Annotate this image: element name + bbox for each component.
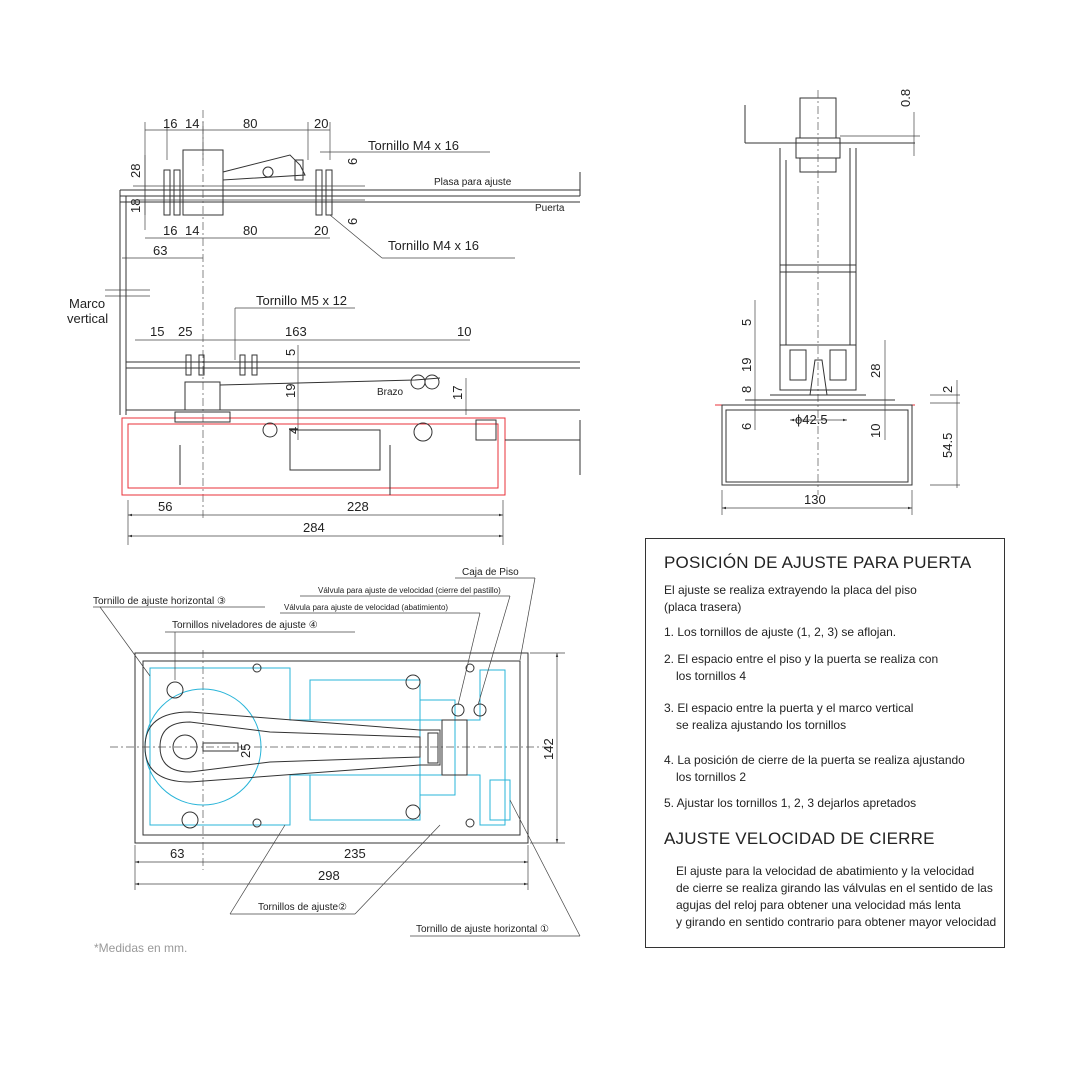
plan-dim-235: 235 [344,846,366,861]
side-dim-6: 6 [739,423,754,430]
top-front-view: 16 14 80 20 Tornillo M4 x 16 Plasa para … [67,110,581,545]
dim-5-arm: 5 [283,349,298,356]
label-caja-piso: Caja de Piso [462,567,519,578]
panel-speed-2: de cierre se realiza girando las válvula… [676,881,993,895]
label-horiz-1: Tornillo de ajuste horizontal ① [416,924,549,935]
panel-step-3a: 3. El espacio entre la puerta y el marco… [664,701,914,715]
dim-28-left: 28 [128,164,143,178]
panel-speed-1: El ajuste para la velocidad de abatimien… [676,864,975,878]
side-view: 0.8 5 19 8 6 28 10 [715,89,960,515]
screw-m5-label: Tornillo M5 x 12 [256,293,347,308]
dim-10: 10 [457,324,471,339]
dim-15: 15 [150,324,164,339]
plan-view: 25 Tornillo de ajuste horizontal ③ Torni… [93,567,581,937]
dim-163: 163 [285,324,307,339]
panel-speed-4: y girando en sentido contrario para obte… [676,915,997,929]
dim-63-top: 63 [153,243,167,258]
dim-6-b: 6 [345,218,360,225]
dim-228: 228 [347,499,369,514]
side-dim-28: 28 [868,364,883,378]
panel-step-1: 1. Los tornillos de ajuste (1, 2, 3) se … [664,625,897,639]
label-valve-cierre: Válvula para ajuste de velocidad (cierre… [318,586,501,595]
dim-20-top: 20 [314,116,328,131]
dim-56: 56 [158,499,172,514]
dim-25: 25 [178,324,192,339]
label-horiz-3: Tornillo de ajuste horizontal ③ [93,596,226,607]
dim-14-bottom: 14 [185,223,199,238]
dim-08: 0.8 [898,89,913,107]
puerta-label: Puerta [535,203,565,214]
dim-17-arm: 17 [450,386,465,400]
panel-step-4b: los tornillos 2 [676,770,747,784]
dim-19-arm: 19 [283,384,298,398]
screw-m4-bottom-label: Tornillo M4 x 16 [388,238,479,253]
marco-label-2: vertical [67,311,108,326]
panel-step-2b: los tornillos 4 [676,669,747,683]
screw-m4-top-label: Tornillo M4 x 16 [368,138,459,153]
brazo-label: Brazo [377,387,404,398]
side-dim-130: 130 [804,492,826,507]
panel-title-position: POSICIÓN DE AJUSTE PARA PUERTA [664,553,972,572]
dim-16-bottom: 16 [163,223,177,238]
side-dim-5: 5 [739,319,754,326]
dim-18-left: 18 [128,199,143,213]
panel-title-speed: AJUSTE VELOCIDAD DE CIERRE [664,829,935,848]
dim-80-bottom: 80 [243,223,257,238]
plan-dim-142: 142 [541,738,556,760]
dim-16-top: 16 [163,116,177,131]
panel-step-4a: 4. La posición de cierre de la puerta se… [664,753,965,767]
side-dim-19: 19 [739,358,754,372]
panel-intro-1: El ajuste se realiza extrayendo la placa… [664,583,917,597]
panel-intro-2: (placa trasera) [664,600,742,614]
label-niveladores-4: Tornillos niveladores de ajuste ④ [172,620,318,631]
dim-284: 284 [303,520,325,535]
plasa-label: Plasa para ajuste [434,177,512,188]
dim-14-top: 14 [185,116,199,131]
dim-20-bottom: 20 [314,223,328,238]
panel-step-3b: se realiza ajustando los tornillos [676,718,847,732]
side-dim-8: 8 [739,386,754,393]
measure-note: *Medidas en mm. [94,941,188,955]
instructions-panel: POSICIÓN DE AJUSTE PARA PUERTA El ajuste… [645,538,1005,948]
label-valve-abat: Válvula para ajuste de velocidad (abatim… [284,603,448,612]
plan-dim-25: 25 [238,744,253,758]
marco-label-1: Marco [69,296,105,311]
side-dim-545: 54.5 [940,433,955,458]
label-ajuste-2: Tornillos de ajuste② [258,902,347,913]
dim-80-top: 80 [243,116,257,131]
panel-speed-3: agujas del reloj para obtener una veloci… [676,898,961,912]
side-dim-10: 10 [868,424,883,438]
plan-dim-63: 63 [170,846,184,861]
side-dim-2: 2 [940,386,955,393]
plan-dim-298: 298 [318,868,340,883]
dim-6-a: 6 [345,158,360,165]
panel-step-2a: 2. El espacio entre el piso y la puerta … [664,652,939,666]
panel-step-5: 5. Ajustar los tornillos 1, 2, 3 dejarlo… [664,796,917,810]
side-dim-diameter: ϕ42.5 [795,412,828,427]
